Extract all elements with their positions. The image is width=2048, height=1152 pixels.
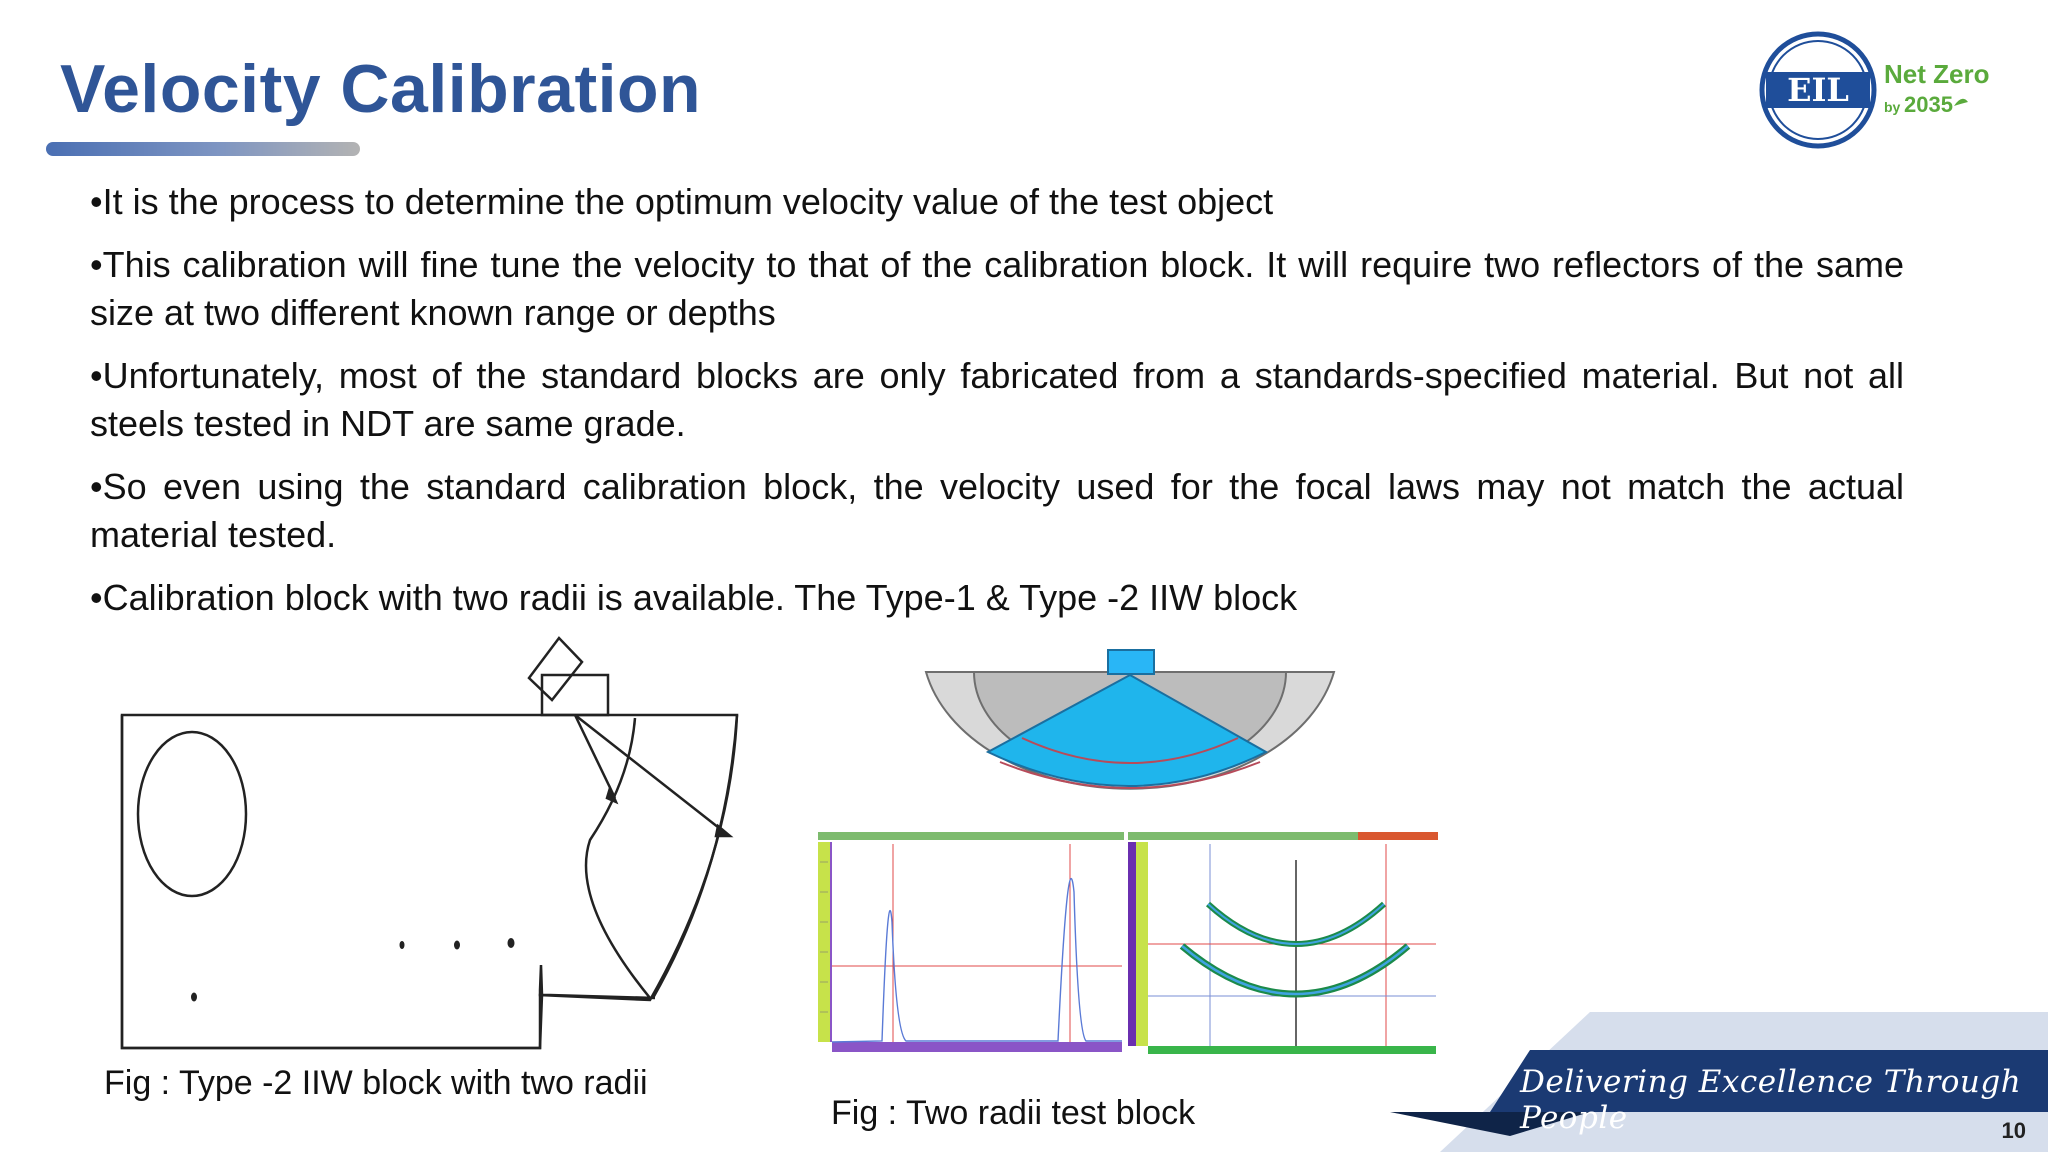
bullet-list: •It is the process to determine the opti… — [90, 178, 1904, 637]
leaf-icon — [1954, 98, 1968, 106]
bullet-item: •It is the process to determine the opti… — [90, 181, 1274, 222]
footer-tagline: Delivering Excellence Through People — [1520, 1064, 2022, 1136]
iiw-block-drawing — [120, 636, 739, 1050]
eil-logo: EIL Net Zero by 2035 — [1759, 31, 1989, 149]
slide-title: Velocity Calibration — [60, 51, 702, 127]
net-zero-by-text: by — [1884, 99, 1901, 115]
title-underline — [46, 142, 360, 156]
figure-caption-right: Fig : Two radii test block — [831, 1094, 1196, 1132]
a-scan-display — [818, 832, 1124, 1054]
net-zero-text: Net Zero — [1884, 59, 1989, 89]
logo-text: EIL — [1787, 71, 1849, 109]
s-scan-display — [1128, 832, 1438, 1054]
footer-banner — [1390, 1012, 2048, 1152]
bullet-item: •So even using the standard calibration … — [90, 466, 1904, 555]
bullet-item: •Unfortunately, most of the standard blo… — [90, 355, 1904, 444]
bullet-item: •Calibration block with two radii is ava… — [90, 577, 1298, 618]
figure-caption-left: Fig : Type -2 IIW block with two radii — [104, 1064, 648, 1102]
net-zero-year-text: 2035 — [1904, 92, 1953, 117]
page-number: 10 — [2001, 1118, 2026, 1143]
two-radii-block-diagram — [924, 649, 1336, 790]
bullet-item: •This calibration will fine tune the vel… — [90, 244, 1904, 333]
